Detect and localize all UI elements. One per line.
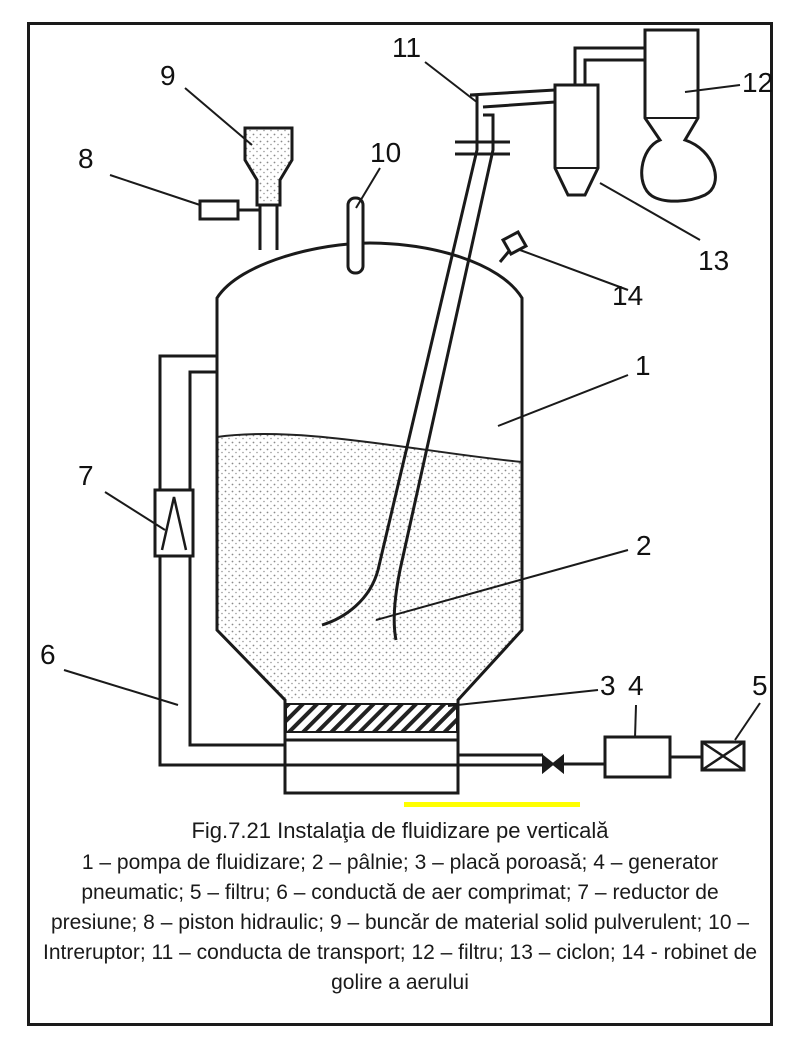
figure-frame (27, 22, 773, 1026)
label-3: 3 (600, 670, 616, 701)
pipe-to-cyclone (469, 88, 556, 109)
hydraulic-piston (198, 199, 240, 221)
air-release-valve (498, 229, 529, 263)
pipe-to-filter (573, 46, 645, 85)
pressure-reducer-symbol (160, 496, 188, 551)
label-11: 11 (392, 32, 421, 63)
pipe-flange (455, 140, 510, 156)
air-valve (542, 753, 564, 775)
powder-hopper (243, 126, 294, 207)
pneumatic-generator (603, 735, 672, 779)
air-filter-cross (701, 740, 745, 772)
powder-bed (217, 433, 522, 700)
compressed-air-pipe (158, 354, 285, 767)
level-switch (346, 196, 365, 275)
label-12: 12 (742, 67, 773, 98)
leader-lines (63, 61, 761, 741)
transport-pipe (321, 93, 495, 641)
label-2: 2 (636, 530, 652, 561)
fluidization-tank (215, 241, 524, 742)
figure-legend: 1 – pompa de fluidizare; 2 – pâlnie; 3 –… (42, 851, 758, 994)
label-4: 4 (628, 670, 644, 701)
bag-filter (640, 28, 717, 203)
label-6: 6 (40, 639, 56, 670)
figure-title: Fig.7.21 Instalaţia de fluidizare pe ver… (191, 818, 609, 843)
cyclone (553, 83, 600, 197)
caption-highlight (404, 802, 580, 807)
label-7: 7 (78, 460, 94, 491)
powder-surface (216, 432, 523, 463)
label-10: 10 (370, 137, 401, 168)
generator-pipe (458, 753, 605, 766)
label-5: 5 (752, 670, 768, 701)
hopper-pipe (258, 205, 279, 250)
label-8: 8 (78, 143, 94, 174)
plenum-box (283, 763, 460, 795)
label-13: 13 (698, 245, 729, 276)
porous-plate (285, 703, 458, 733)
label-1: 1 (635, 350, 651, 381)
label-14: 14 (612, 280, 643, 311)
label-9: 9 (160, 60, 176, 91)
